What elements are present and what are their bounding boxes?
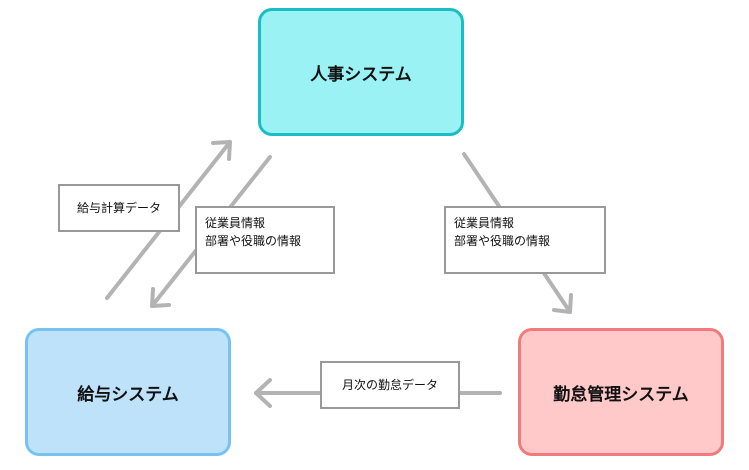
department-role-info-line: 部署や役職の情報	[205, 234, 302, 248]
employee-info-label-right: 従業員情報 部署や役職の情報	[444, 206, 606, 274]
employee-info-label-left: 従業員情報 部署や役職の情報	[195, 206, 335, 274]
hr-system-node[interactable]: 人事システム	[258, 8, 464, 136]
monthly-attendance-data-text: 月次の勤怠データ	[341, 378, 438, 392]
payroll-calc-data-label: 給与計算データ	[58, 184, 180, 232]
department-role-info-line: 部署や役職の情報	[454, 234, 551, 248]
attendance-system-node[interactable]: 勤怠管理システム	[518, 328, 724, 456]
payroll-calc-data-text: 給与計算データ	[76, 201, 161, 215]
hr-system-label: 人事システム	[310, 64, 412, 85]
payroll-system-node[interactable]: 給与システム	[25, 328, 231, 456]
employee-info-line: 従業員情報	[205, 216, 266, 230]
monthly-attendance-data-label: 月次の勤怠データ	[320, 361, 460, 409]
employee-info-line: 従業員情報	[454, 216, 515, 230]
payroll-system-label: 給与システム	[77, 384, 179, 405]
attendance-system-label: 勤怠管理システム	[553, 384, 689, 405]
